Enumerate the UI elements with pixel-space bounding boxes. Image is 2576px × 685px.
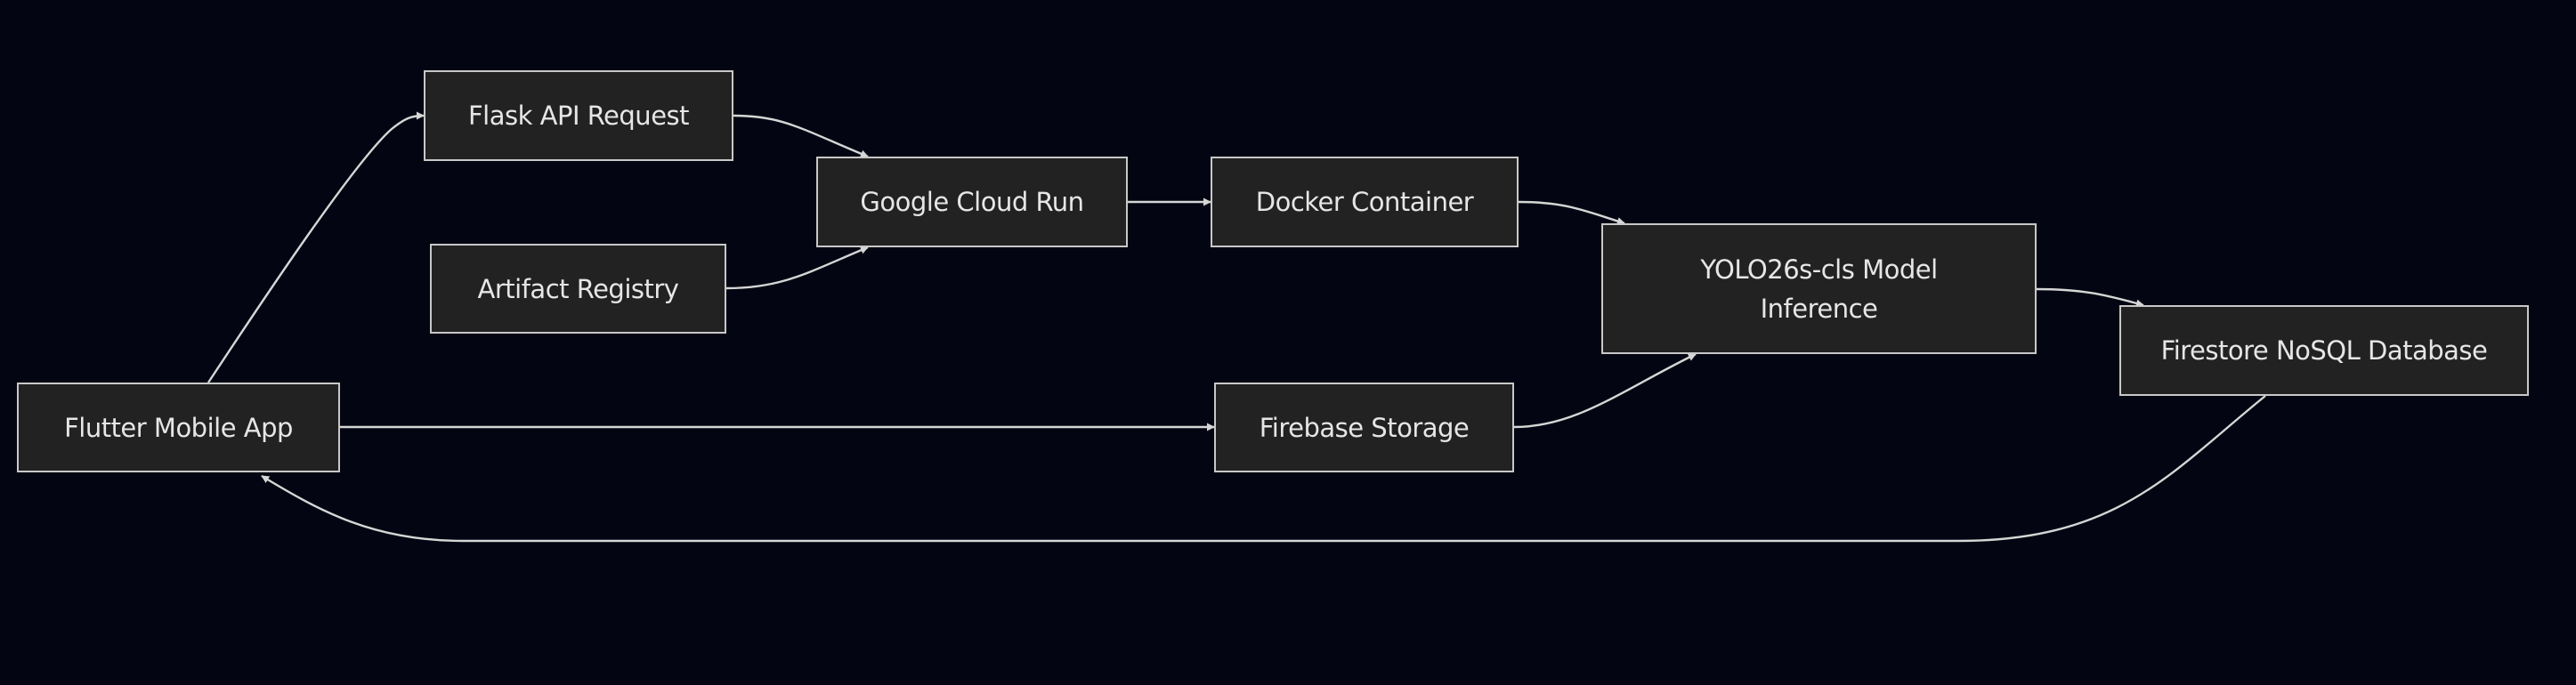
edge-yolo-to-firestore [2036,287,2144,308]
edge-docker-to-yolo [1518,200,1625,225]
node-flutter-mobile-app[interactable]: Flutter Mobile App [17,383,340,472]
node-docker-container[interactable]: Docker Container [1211,157,1519,247]
node-label-line-2: Inference [1760,293,1878,324]
node-label: Artifact Registry [477,273,679,304]
edge-storage-to-yolo [1513,352,1697,429]
node-label-line-1: YOLO26s-cls Model [1700,254,1938,285]
node-google-cloud-run[interactable]: Google Cloud Run [816,157,1128,247]
node-yolo-model-inference[interactable]: YOLO26s-cls Model Inference [1601,223,2037,354]
node-label: Docker Container [1255,187,1474,217]
node-artifact-registry[interactable]: Artifact Registry [430,244,726,334]
node-label: Firebase Storage [1259,412,1470,443]
edge-flutter-to-flask [207,111,425,383]
node-firebase-storage[interactable]: Firebase Storage [1214,383,1514,472]
edge-artifact-to-cloudrun [725,246,869,290]
node-label: Flask API Request [467,101,690,131]
node-label: Firestore NoSQL Database [2160,335,2488,366]
edge-firestore-to-flutter [261,395,2266,543]
node-firestore-nosql-database[interactable]: Firestore NoSQL Database [2119,305,2529,396]
node-label: Google Cloud Run [860,187,1084,217]
edge-flask-to-cloudrun [733,114,869,158]
node-label: Flutter Mobile App [64,412,293,443]
node-flask-api-request[interactable]: Flask API Request [424,70,733,161]
